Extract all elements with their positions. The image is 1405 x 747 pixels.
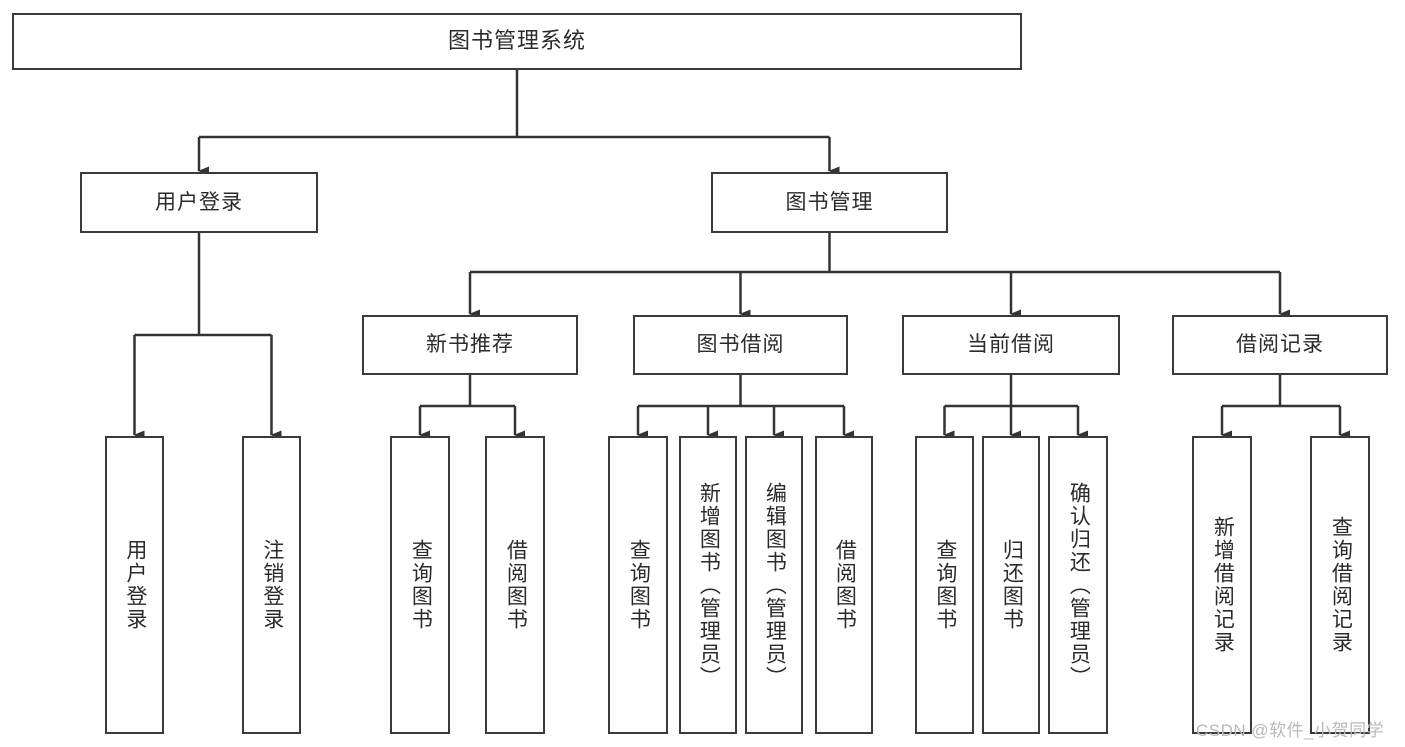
node-leaf-cur-1[interactable]: 查询图书 [915, 436, 974, 734]
node-label: 新书推荐 [426, 333, 514, 357]
node-label: 借阅图书 [504, 539, 528, 631]
node-root[interactable]: 图书管理系统 [12, 13, 1022, 70]
node-label: 归还图书 [1000, 539, 1024, 631]
node-current[interactable]: 当前借阅 [902, 315, 1120, 375]
node-leaf-cur-2[interactable]: 归还图书 [982, 436, 1040, 734]
node-label: 图书管理系统 [447, 28, 586, 54]
edge-group [133, 70, 1350, 440]
node-records[interactable]: 借阅记录 [1172, 315, 1388, 375]
node-label: 编辑图书（管理员） [763, 481, 787, 689]
node-label: 借阅图书 [833, 539, 857, 631]
node-leaf-borrow-1[interactable]: 查询图书 [608, 436, 668, 734]
node-label: 借阅记录 [1236, 333, 1324, 357]
node-bookmgmt[interactable]: 图书管理 [711, 172, 948, 233]
node-leaf-login-2[interactable]: 注销登录 [242, 436, 301, 734]
node-label: 新增借阅记录 [1211, 516, 1235, 654]
node-newbook[interactable]: 新书推荐 [362, 315, 578, 375]
node-label: 图书借阅 [696, 333, 785, 357]
node-label: 图书管理 [785, 190, 874, 214]
node-label: 查询图书 [409, 539, 433, 631]
node-label: 用户登录 [123, 539, 147, 631]
node-login[interactable]: 用户登录 [80, 172, 318, 233]
node-label: 查询图书 [933, 539, 957, 631]
node-label: 注销登录 [260, 539, 284, 631]
node-leaf-rec-2[interactable]: 查询借阅记录 [1310, 436, 1370, 734]
node-label: 确认归还（管理员） [1067, 481, 1091, 689]
node-label: 用户登录 [155, 190, 243, 214]
node-label: 新增图书（管理员） [697, 481, 721, 689]
node-borrow[interactable]: 图书借阅 [633, 315, 848, 375]
node-leaf-new-2[interactable]: 借阅图书 [485, 436, 545, 734]
node-leaf-borrow-3[interactable]: 编辑图书（管理员） [745, 436, 803, 734]
node-label: 当前借阅 [967, 333, 1055, 357]
node-leaf-rec-1[interactable]: 新增借阅记录 [1192, 436, 1252, 734]
node-leaf-new-1[interactable]: 查询图书 [390, 436, 450, 734]
node-label: 查询图书 [627, 539, 651, 631]
node-leaf-cur-3[interactable]: 确认归还（管理员） [1048, 436, 1108, 734]
node-leaf-borrow-2[interactable]: 新增图书（管理员） [679, 436, 737, 734]
node-label: 查询借阅记录 [1329, 516, 1353, 654]
node-leaf-borrow-4[interactable]: 借阅图书 [815, 436, 873, 734]
node-leaf-login-1[interactable]: 用户登录 [105, 436, 164, 734]
